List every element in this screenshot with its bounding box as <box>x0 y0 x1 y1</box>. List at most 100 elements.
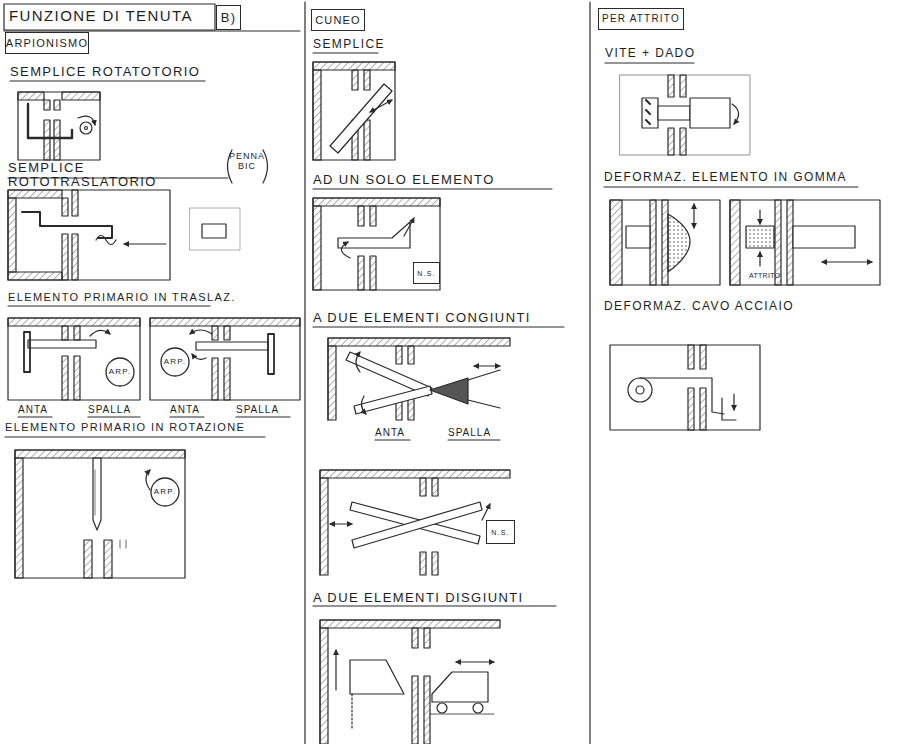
wedge-sketch <box>432 478 438 496</box>
caption-text: AD UN SOLO ELEMENTO <box>313 173 583 187</box>
node-text: ARP. <box>164 358 186 366</box>
wedge-sketch <box>412 628 418 648</box>
circle-outline <box>106 358 134 386</box>
caption-text: DEFORMAZ. CAVO ACCIAIO <box>604 300 904 313</box>
ratchet-sketch <box>90 330 110 336</box>
cable-sketch <box>700 388 706 430</box>
screw-sketch <box>668 128 674 155</box>
cable-sketch <box>610 345 760 430</box>
wedge-sketch <box>456 661 494 662</box>
title-text: FUNZIONE DI TENUTA <box>9 8 219 25</box>
underline <box>88 416 140 417</box>
wedge-sketch <box>432 552 438 575</box>
rubber-sketch <box>759 252 760 266</box>
underline <box>448 439 500 440</box>
ratchet-sketch <box>150 318 300 326</box>
ratchet-sketch <box>44 120 50 160</box>
ratchet-sketch <box>15 450 185 458</box>
ratchet-sketch <box>72 234 78 280</box>
caption-text: ELEMENTO PRIMARIO IN TRASLAZ. <box>8 291 248 303</box>
circle-outline <box>151 478 179 506</box>
wedge-sketch <box>313 198 440 290</box>
wedge-sketch <box>482 504 490 520</box>
rubber-sketch <box>662 200 668 285</box>
ratchet-sketch <box>28 104 72 138</box>
wedge-sketch <box>364 70 370 90</box>
wedge-sketch <box>473 703 483 713</box>
wedge-sketch <box>430 714 494 715</box>
underline <box>5 436 265 437</box>
wedge-sketch <box>370 206 376 226</box>
ratchet-sketch <box>15 450 185 578</box>
ratchet-sketch <box>18 92 100 160</box>
wedge-sketch <box>358 206 364 226</box>
rubber-sketch <box>610 200 720 285</box>
cable-sketch <box>733 394 734 410</box>
ratchet-sketch <box>93 458 101 530</box>
wedge-sketch <box>328 338 510 346</box>
ratchet-sketch <box>18 92 100 160</box>
underline <box>5 53 858 606</box>
wedge-sketch <box>320 470 510 575</box>
node-text: B) <box>221 11 236 24</box>
underline <box>18 416 52 417</box>
wedge-sketch <box>356 352 360 372</box>
caption-text: VITE + DADO <box>605 47 735 60</box>
wedge-sketch <box>352 502 482 548</box>
ratchet-sketch <box>74 326 80 340</box>
wedge-sketch <box>328 338 510 420</box>
ratchet-sketch <box>62 356 68 400</box>
ratchet-sketch <box>224 358 230 400</box>
wedge-sketch <box>313 198 440 290</box>
rubber-sketch <box>650 200 656 285</box>
part-box: B) <box>216 5 241 30</box>
ratchet-sketch <box>95 470 96 515</box>
ratchet-sketch <box>44 100 50 110</box>
caption-text: A DUE ELEMENTI DISGIUNTI <box>313 591 588 605</box>
ratchet-sketch <box>8 318 140 400</box>
section-box: ARPIONISMO <box>5 32 89 54</box>
ratchet-sketch <box>268 334 274 374</box>
ratchet-sketch <box>8 318 140 400</box>
underline <box>10 80 205 81</box>
wedge-sketch <box>313 198 440 206</box>
caption-text: DEFORMAZ. ELEMENTO IN GOMMA <box>604 171 904 184</box>
caption-text: SEMPLICE ROTATOTORIO <box>10 65 240 79</box>
caption-text: SPALLA <box>448 427 518 438</box>
wedge-sketch <box>320 620 500 744</box>
wedge-sketch <box>424 676 430 744</box>
ratchet-sketch <box>8 190 170 280</box>
wedge-sketch <box>352 70 358 90</box>
caption-text: ELEMENTO PRIMARIO IN ROTAZIONE <box>5 421 300 433</box>
wedge-sketch <box>335 650 336 690</box>
column-divider <box>589 2 590 744</box>
wedge-sketch <box>358 256 364 290</box>
ns-box: N.S. <box>413 262 440 284</box>
wedge-sketch <box>351 694 352 730</box>
wedge-sketch <box>396 346 402 364</box>
underline <box>313 326 564 327</box>
sketch-part <box>4 2 880 744</box>
ratchet-sketch <box>15 450 185 578</box>
ratchet-sketch <box>8 190 240 280</box>
wedge-sketch <box>412 676 418 744</box>
ratchet-sketch <box>84 540 92 578</box>
ratchet-sketch <box>22 212 112 238</box>
screw-sketch <box>732 104 739 124</box>
wedge-sketch <box>354 386 432 414</box>
wedge-sketch <box>468 370 500 408</box>
column-divider <box>304 2 305 744</box>
wedge-sketch <box>313 70 321 160</box>
wedge-sketch <box>338 222 410 248</box>
wedge-sketch <box>313 62 395 70</box>
wedge-sketch <box>328 338 510 420</box>
underline <box>313 188 552 189</box>
ratchet-sketch <box>146 470 150 490</box>
screw-sketch <box>646 100 650 124</box>
title-frame <box>4 4 300 31</box>
caption-text: ANTA <box>375 427 425 438</box>
ratchet-sketch <box>124 243 166 244</box>
node-text: PER ATTRITO <box>602 14 680 24</box>
wedge-sketch <box>341 242 350 258</box>
